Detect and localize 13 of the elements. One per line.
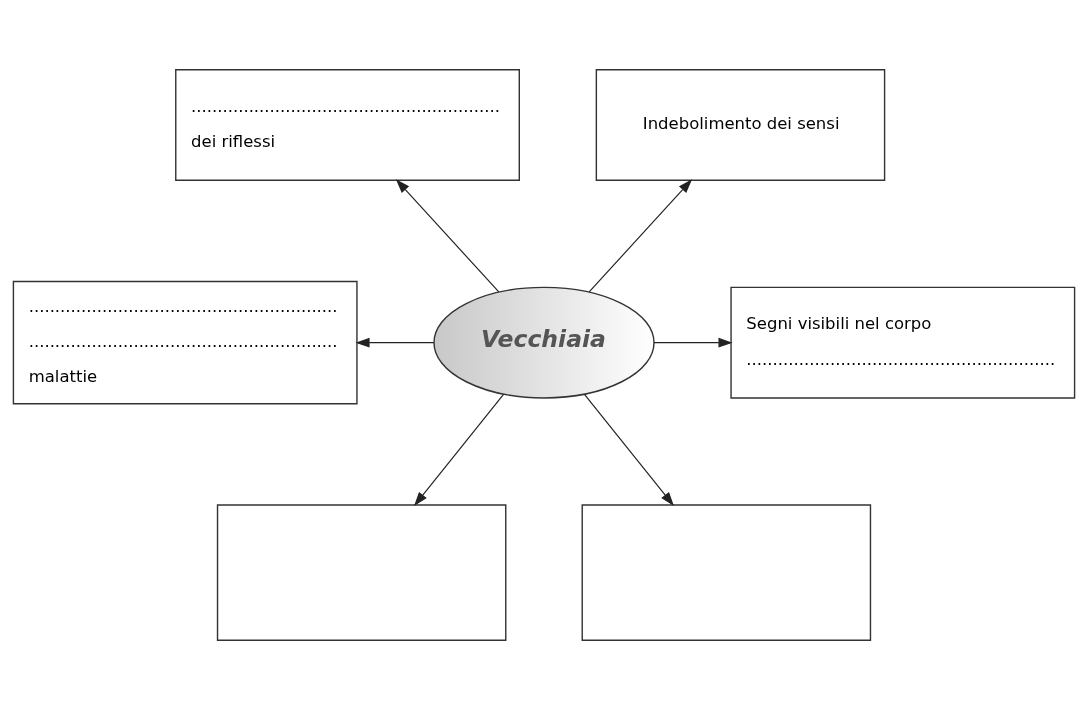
- node-box: ........................................................... ........................................................... malattie: [12, 280, 358, 405]
- node-box: Indebolimento dei sensi: [595, 68, 886, 181]
- node-box: ........................................................... dei riflessi: [175, 68, 520, 181]
- node-box: [216, 503, 507, 641]
- node-box: [581, 503, 872, 641]
- arrow: [583, 393, 674, 506]
- arrow: [414, 393, 505, 506]
- arrow: [355, 337, 435, 348]
- arrow: [395, 178, 500, 293]
- arrow: [588, 178, 693, 293]
- arrow: [653, 337, 733, 348]
- node-ellipse: Vecchiaia: [433, 286, 655, 399]
- node-box: Segni visibili nel corpo ...........................................................: [730, 286, 1076, 399]
